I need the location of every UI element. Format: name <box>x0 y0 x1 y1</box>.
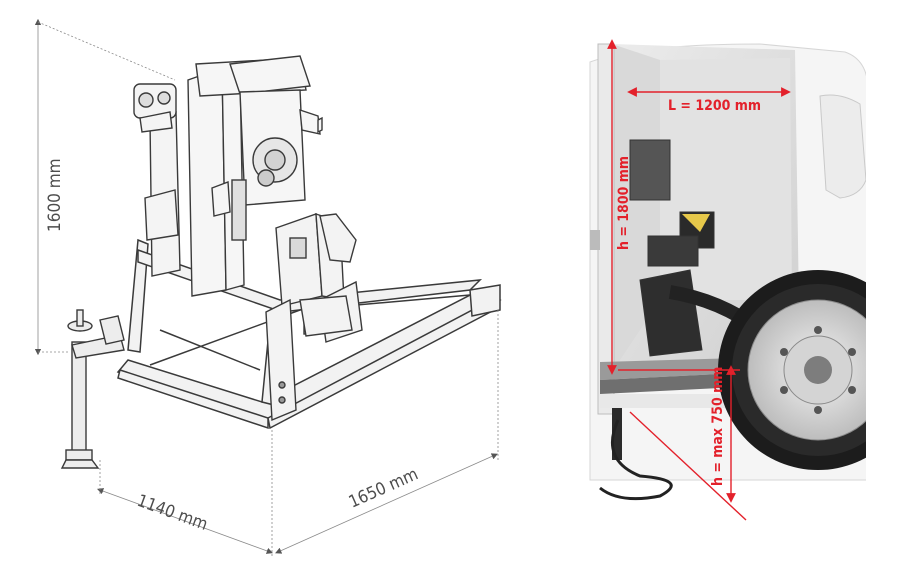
van-side-window <box>819 94 867 199</box>
right-dimension-lines <box>607 39 791 521</box>
frame-bracket <box>265 295 353 422</box>
truck-wheel <box>718 270 901 470</box>
stand-leg <box>60 309 125 469</box>
dimension-label-height: 1600 mm <box>45 158 65 232</box>
machine-base-frame <box>116 238 502 430</box>
dimension-label-width: 1140 mm <box>134 491 210 535</box>
left-column <box>133 83 181 277</box>
dimension-label-inner-height: h = 1800 mm <box>616 156 632 250</box>
van-photo <box>589 40 901 501</box>
left-dimension-lines <box>34 18 499 556</box>
dimension-label-max-height: h = max 750 mm <box>710 367 726 486</box>
dimension-label-length: L = 1200 mm <box>668 98 761 114</box>
dimension-label-depth: 1650 mm <box>346 464 421 512</box>
support-leg-and-hose <box>599 408 673 501</box>
machine-illustration <box>60 55 502 469</box>
central-mast <box>187 55 323 297</box>
